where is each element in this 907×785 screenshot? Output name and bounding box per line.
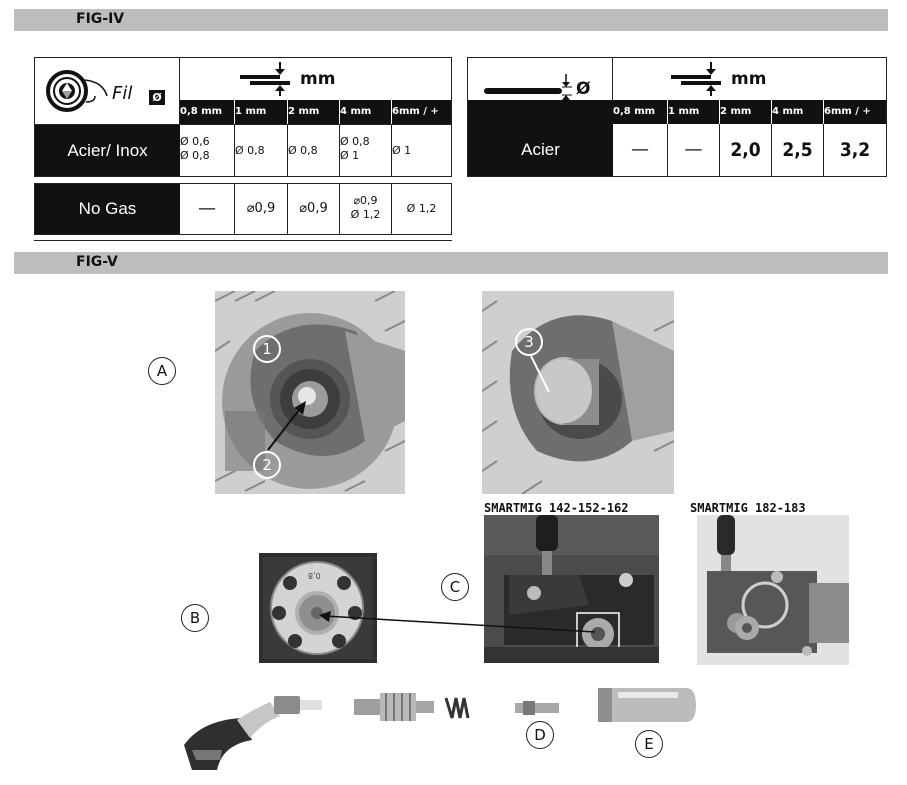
column-headers-right: 0,8 mm 1 mm 2 mm 4 mm 6mm / + <box>468 100 886 124</box>
diameter-badge: Ø <box>149 90 165 105</box>
thickness-icon <box>671 62 721 96</box>
cell: ⌀0,9 Ø 1,2 <box>340 184 392 234</box>
cell: — <box>613 124 668 176</box>
col-header: 1 mm <box>668 100 720 124</box>
thickness-unit: mm <box>300 69 336 89</box>
col-header: 6mm / + <box>392 100 451 124</box>
drive-roller-photo <box>259 553 377 663</box>
callout-d: D <box>526 721 554 749</box>
column-headers: 0,8 mm 1 mm 2 mm 4 mm 6mm / + <box>180 100 451 125</box>
gas-diffuser <box>354 693 434 721</box>
col-header: 0,8 mm <box>180 100 235 124</box>
diameter-symbol: Ø <box>576 79 591 99</box>
thickness-header-right: mm <box>613 58 886 100</box>
cell: ⌀0,9 <box>288 184 340 234</box>
no-gas-row: No Gas — ⌀0,9 ⌀0,9 ⌀0,9 Ø 1,2 Ø 1,2 <box>34 183 452 235</box>
cell: — <box>180 184 235 234</box>
spring <box>444 697 470 719</box>
spool-cap-photo <box>482 291 674 494</box>
header-spacer <box>468 100 613 124</box>
cell: Ø 0,6 Ø 0,8 <box>180 125 235 176</box>
cell: Ø 1 <box>392 144 412 157</box>
model-label-142: SMARTMIG 142-152-162 <box>484 501 629 515</box>
contact-tip <box>515 701 559 715</box>
callout-2: 2 <box>253 451 281 479</box>
cell: Ø 0,8 Ø 1 <box>340 125 392 176</box>
fig-v-label: FIG-V <box>76 254 118 270</box>
col-header: 2 mm <box>288 100 340 124</box>
row-acier-inox: Acier/ Inox Ø 0,6 Ø 0,8 Ø 0,8 Ø 0,8 Ø 0,… <box>35 125 451 176</box>
left-table-underline <box>34 240 452 241</box>
left-table-top: Fil Ø mm 0,8 mm 1 mm 2 mm 4 mm 6mm / + A… <box>34 57 452 177</box>
thickness-unit: mm <box>731 69 767 89</box>
callout-b: B <box>181 604 209 632</box>
callout-c: C <box>441 573 469 601</box>
wire-spool-icon <box>46 70 108 112</box>
nozzle <box>598 688 696 722</box>
spool-hub-photo <box>215 291 405 494</box>
pointer-line-3 <box>530 356 550 393</box>
cell: 2,5 <box>772 124 824 176</box>
torch-handle <box>184 696 322 770</box>
thickness-header: mm <box>180 58 451 100</box>
callout-3: 3 <box>515 328 543 356</box>
thickness-icon <box>240 62 290 96</box>
row-acier: Acier — — 2,0 2,5 3,2 <box>468 124 886 176</box>
cell: Ø 0,8 <box>235 125 288 176</box>
col-header: 1 mm <box>235 100 288 124</box>
cell: 3,2 <box>839 139 871 161</box>
cell: 2,0 <box>720 124 772 176</box>
col-header: 6mm / + <box>824 100 886 124</box>
arrow-roller-to-drive <box>319 611 596 633</box>
fig-iv-bar: FIG-IV <box>14 9 888 31</box>
cell: Ø 0,8 <box>288 125 340 176</box>
row-label: No Gas <box>35 184 180 234</box>
col-header: 2 mm <box>720 100 772 124</box>
fig-iv-label: FIG-IV <box>76 11 125 27</box>
callout-1: 1 <box>253 335 281 363</box>
roller-marking: 0,8 <box>308 571 321 580</box>
model-label-182: SMARTMIG 182-183 <box>690 501 806 515</box>
right-table: Ø mm 0,8 mm 1 mm 2 mm 4 mm 6mm / + Acier… <box>467 57 887 177</box>
row-label: Acier <box>468 124 613 176</box>
col-header: 0,8 mm <box>613 100 668 124</box>
fil-icon-cell: Fil Ø <box>35 58 180 125</box>
fig-v-bar: FIG-V <box>14 252 888 274</box>
callout-a: A <box>148 357 176 385</box>
drive-unit-142-photo <box>484 515 659 663</box>
cell: Ø 1,2 <box>406 202 437 215</box>
callout-e: E <box>635 730 663 758</box>
drive-unit-182-photo <box>697 515 849 665</box>
cell: ⌀0,9 <box>235 184 288 234</box>
row-label: Acier/ Inox <box>35 125 180 176</box>
cell: — <box>668 124 720 176</box>
col-header: 4 mm <box>772 100 824 124</box>
fil-label: Fil <box>112 83 133 104</box>
arrow-to-axle <box>267 401 306 451</box>
col-header: 4 mm <box>340 100 392 124</box>
